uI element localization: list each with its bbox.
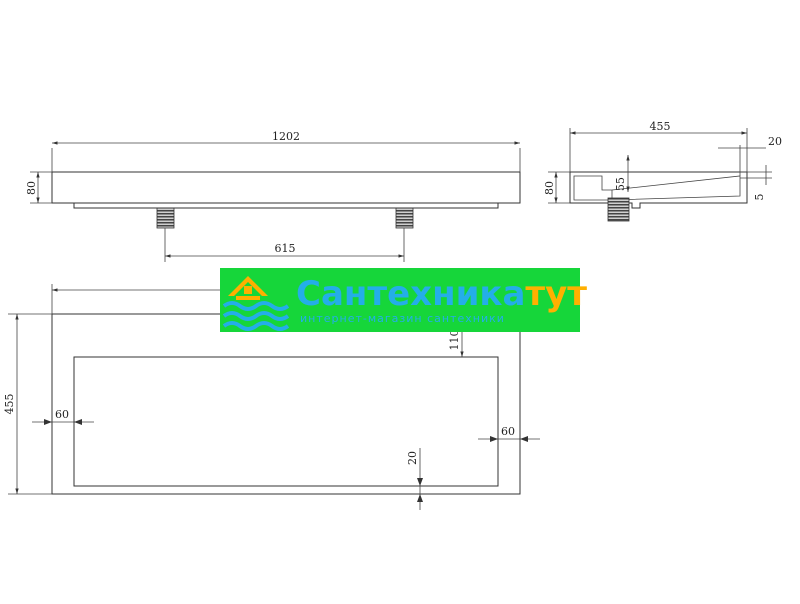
side-view: 455 20 80 55 5 <box>543 120 782 222</box>
watermark-logo: Сантехникатут интернет-магазин сантехник… <box>220 268 587 332</box>
drain-pipe-right <box>395 207 414 229</box>
pipe-spacing-label: 615 <box>275 242 296 255</box>
side-drop-label: 55 <box>614 177 627 191</box>
watermark-brand-part1: Сантехника <box>296 274 526 314</box>
top-depth-label: 455 <box>3 394 16 415</box>
watermark-tagline: интернет-магазин сантехники <box>300 312 505 325</box>
top-offset-label: 110 <box>448 330 461 351</box>
side-drain-pipe <box>607 197 630 222</box>
side-edge-label: 20 <box>768 135 782 148</box>
left-offset-label: 60 <box>55 408 69 421</box>
front-base-strip <box>73 202 499 209</box>
drain-pipe-left <box>156 207 175 229</box>
side-height-label: 80 <box>543 181 556 195</box>
front-width-label: 1202 <box>272 130 300 143</box>
right-offset-label: 60 <box>501 425 515 438</box>
front-height-label: 80 <box>25 181 38 195</box>
side-front-cavity <box>573 175 613 201</box>
watermark-brand-part2: тут <box>525 274 587 314</box>
front-view: 1202 80 615 <box>25 130 521 262</box>
side-slope-label: 5 <box>753 194 766 201</box>
top-basin <box>73 356 499 487</box>
watermark-brand: Сантехникатут <box>296 274 587 314</box>
side-slope <box>611 175 741 201</box>
side-depth-label: 455 <box>650 120 671 133</box>
bottom-offset-label: 20 <box>406 451 419 465</box>
side-profile <box>569 171 748 209</box>
house-waves-icon <box>222 276 290 331</box>
front-body <box>51 171 521 204</box>
